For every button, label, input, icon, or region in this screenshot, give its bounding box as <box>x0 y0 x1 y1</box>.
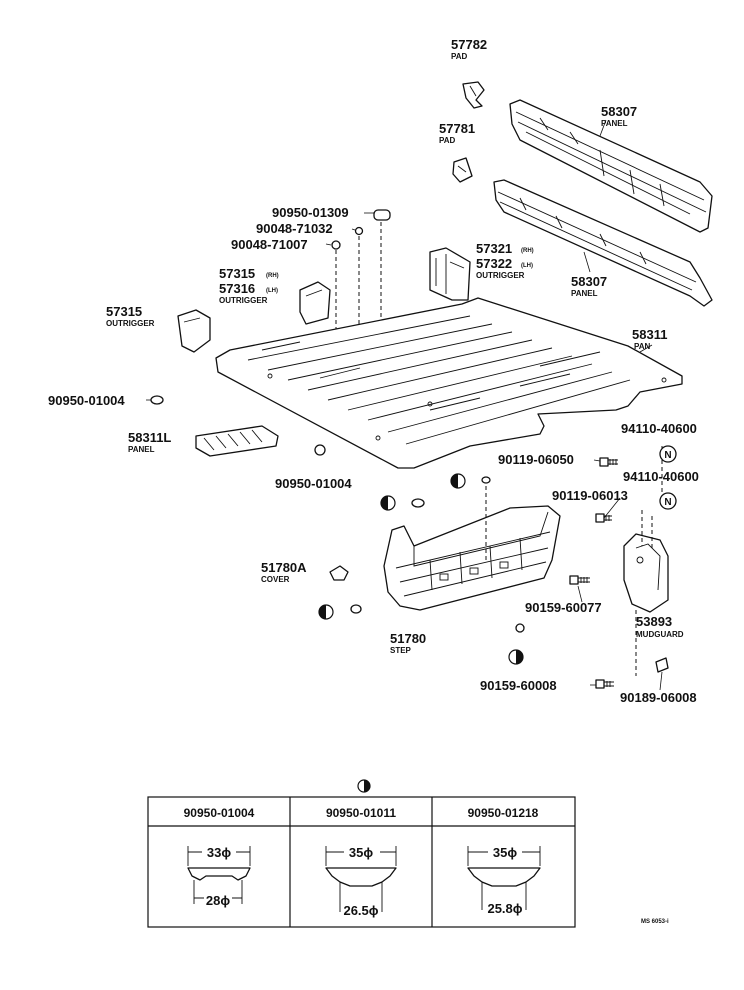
dimension-bottom: 26.5ϕ <box>343 903 378 918</box>
pad-57781-drawing <box>452 157 473 183</box>
side-rh: (RH) <box>521 248 534 254</box>
part-name-outrigger: OUTRIGGER <box>476 271 525 280</box>
grommet-table: 90950-01004 90950-01011 90950-01218 33ϕ … <box>147 796 576 928</box>
grommet-section-drawing <box>467 846 541 910</box>
outrigger-57321-drawing <box>429 247 471 301</box>
side-lh: (LH) <box>266 288 278 294</box>
table-header-90950-01218: 90950-01218 <box>468 806 539 820</box>
outrigger-57316-drawing <box>299 281 331 325</box>
footer-code: MS 6053-i <box>641 919 669 925</box>
panel-58311L-drawing <box>195 425 279 457</box>
part-number-90119-06013: 90119-06013 <box>552 488 628 503</box>
nut-marker-icon <box>659 445 677 463</box>
part-name-panel: PANEL <box>128 445 155 454</box>
dimension-bottom: 25.8ϕ <box>487 901 522 916</box>
part-name-outrigger: OUTRIGGER <box>106 319 155 328</box>
outrigger-57315-drawing <box>177 309 211 353</box>
part-number-90950-01004: 90950-01004 <box>275 476 352 491</box>
part-number-90950-01309: 90950-01309 <box>272 205 349 220</box>
part-name-pad: PAD <box>439 136 456 145</box>
table-header-90950-01011: 90950-01011 <box>326 806 396 820</box>
dimension-bottom: 28ϕ <box>206 893 230 908</box>
bolts <box>569 457 669 689</box>
part-number-94110-40600: 94110-40600 <box>621 421 697 436</box>
part-number-90048-71007: 90048-71007 <box>231 237 308 252</box>
part-number-90048-71032: 90048-71032 <box>256 221 333 236</box>
grommet-section-drawing <box>187 846 251 904</box>
dimension-top: 35ϕ <box>349 845 373 860</box>
part-number-57781: 57781 <box>439 121 475 136</box>
part-number-58311L: 58311L <box>128 430 171 445</box>
part-name-mudguard: MUDGUARD <box>636 630 684 639</box>
dimension-top: 33ϕ <box>207 845 231 860</box>
table-header-90950-01004: 90950-01004 <box>184 806 255 820</box>
part-name-cover: COVER <box>261 575 290 584</box>
part-name-outrigger: OUTRIGGER <box>219 296 268 305</box>
side-lh: (LH) <box>521 263 533 269</box>
part-number-53893: 53893 <box>636 614 672 629</box>
part-number-94110-40600: 94110-40600 <box>623 469 699 484</box>
callout-labels: 57782 PAD 57781 PAD 58307 PANEL 90950-01… <box>48 37 699 705</box>
part-name-pan: PAN <box>634 342 651 351</box>
panel-58307-upper-drawing <box>509 99 713 233</box>
part-name-panel: PANEL <box>601 119 628 128</box>
svg-text:N: N <box>664 450 671 461</box>
part-number-51780A: 51780A <box>261 560 307 575</box>
nut-marker-icon <box>659 492 677 510</box>
floor-pan-58311-drawing <box>215 297 683 469</box>
part-number-58307: 58307 <box>601 104 637 119</box>
part-number-90950-01004: 90950-01004 <box>48 393 125 408</box>
leader-lines <box>146 119 663 691</box>
svg-text:N: N <box>664 497 671 508</box>
step-51780-drawing <box>383 486 561 611</box>
panel-58307-lower-drawing <box>493 179 713 307</box>
side-rh: (RH) <box>266 273 279 279</box>
dimension-top: 35ϕ <box>493 845 517 860</box>
part-number-90159-60008: 90159-60008 <box>480 678 557 693</box>
part-number-51780: 51780 <box>390 631 426 646</box>
part-number-57782: 57782 <box>451 37 487 52</box>
part-number-90189-06008: 90189-06008 <box>620 690 697 705</box>
part-name-pad: PAD <box>451 52 468 61</box>
part-name-panel: PANEL <box>571 289 598 298</box>
part-number-58307: 58307 <box>571 274 607 289</box>
pad-57782-drawing <box>462 81 485 109</box>
part-number-90119-06050: 90119-06050 <box>498 452 574 467</box>
part-number-57321: 57321 <box>476 241 512 256</box>
part-number-57315: 57315 <box>106 304 142 319</box>
nut-marker-icons: N N <box>659 445 677 510</box>
cover-51780A-drawing <box>329 565 349 581</box>
grommets <box>150 395 525 633</box>
half-circle-marks <box>318 473 524 793</box>
part-number-57315: 57315 <box>219 266 255 281</box>
part-number-57322: 57322 <box>476 256 512 271</box>
part-number-58311: 58311 <box>632 327 667 342</box>
part-number-57316: 57316 <box>219 281 255 296</box>
part-number-90159-60077: 90159-60077 <box>525 600 602 615</box>
part-name-step: STEP <box>390 646 412 655</box>
grommet-section-drawing <box>325 846 397 912</box>
